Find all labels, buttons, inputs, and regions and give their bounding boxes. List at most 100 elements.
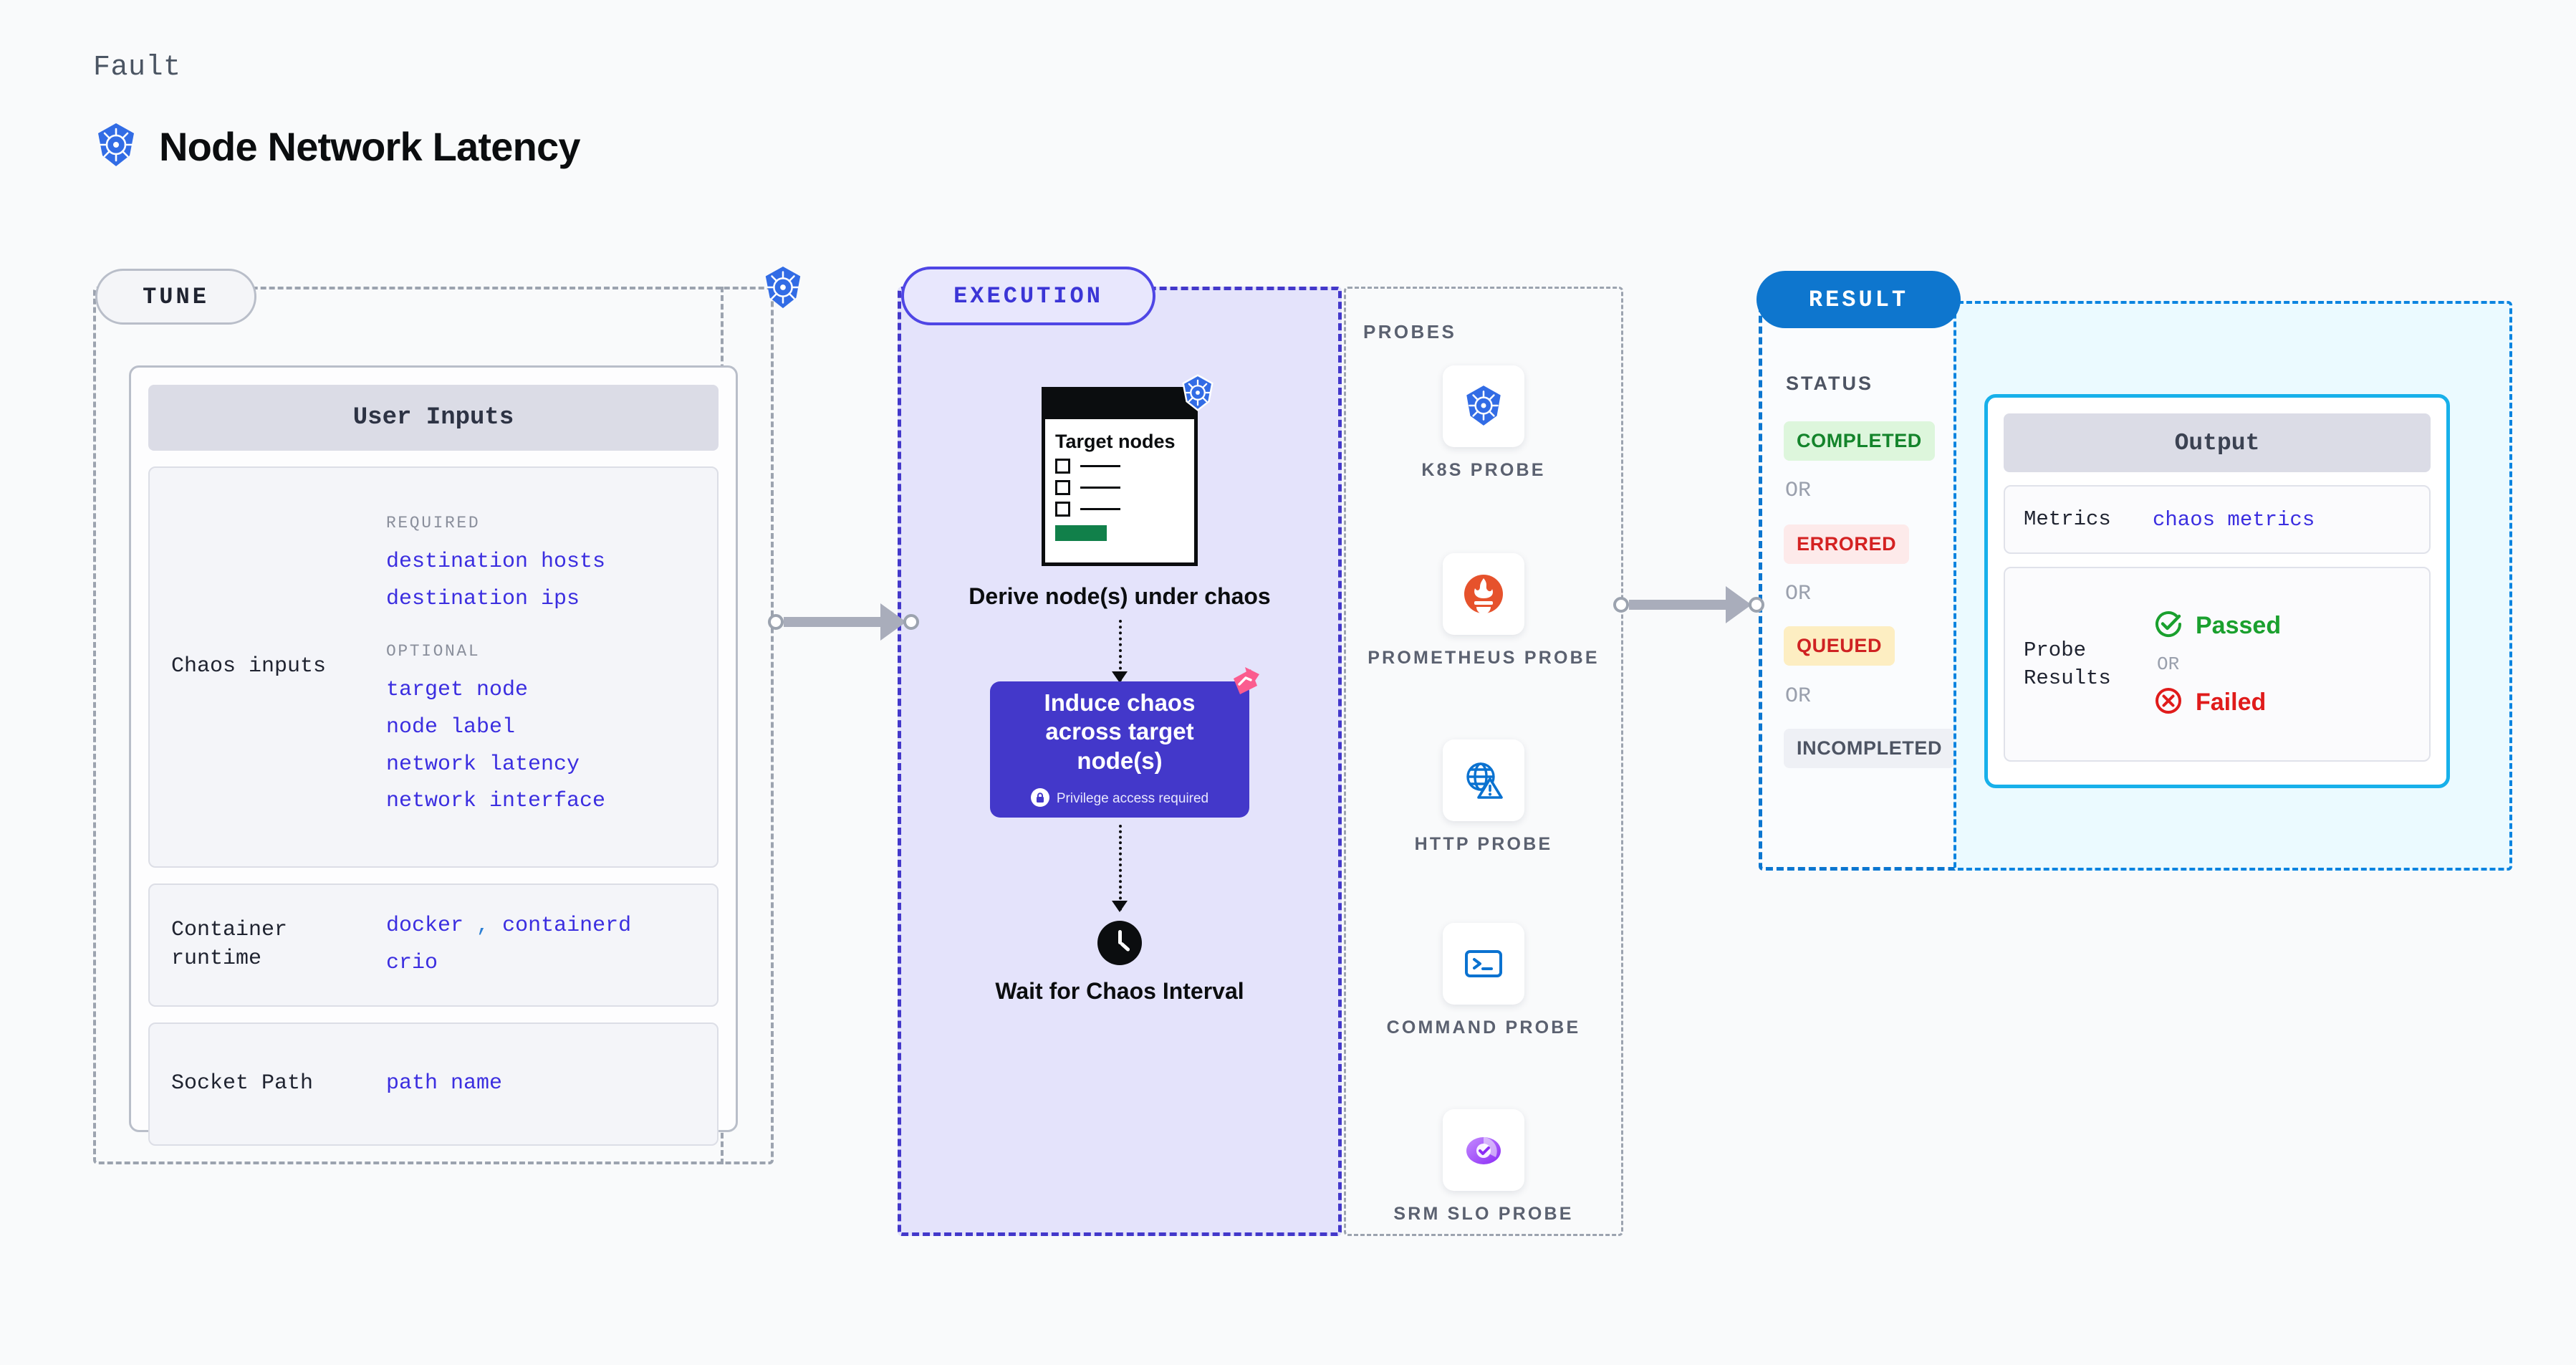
connector-dot (1613, 597, 1629, 613)
privilege-text: Privilege access required (1056, 791, 1209, 807)
status-badge-incompleted: INCOMPLETED (1784, 729, 1956, 768)
flow-arrow-down (1112, 619, 1128, 683)
probe-label: SRM SLO PROBE (1393, 1204, 1574, 1224)
output-card: Output Metrics chaos metrics Probe Resul… (1984, 394, 2450, 788)
mock-line (1080, 508, 1120, 511)
runtime-docker[interactable]: docker (386, 914, 464, 939)
derive-nodes-step: Target nodes (1042, 374, 1213, 566)
metrics-label: Metrics (2024, 507, 2111, 532)
optional-group-title: OPTIONAL (386, 642, 481, 661)
input-target-node[interactable]: target node (386, 678, 529, 703)
prometheus-icon (1443, 553, 1524, 635)
output-metrics-row: Metrics chaos metrics (2004, 485, 2431, 554)
globe-warning-icon (1443, 739, 1524, 821)
input-node-label[interactable]: node label (386, 715, 516, 739)
output-probe-results-row: Probe Results Passed OR (2004, 567, 2431, 762)
status-badge-completed: COMPLETED (1784, 421, 1935, 461)
probe-item-k8s[interactable]: K8S PROBE (1344, 365, 1623, 482)
container-runtime-label: Container runtime (171, 918, 288, 971)
input-destination-ips[interactable]: destination ips (386, 586, 580, 611)
browser-titlebar (1045, 391, 1194, 419)
status-or-label: OR (1785, 582, 1812, 606)
mock-checkbox-row (1055, 480, 1184, 496)
page-title: Node Network Latency (159, 124, 581, 169)
passed-label: Passed (2196, 612, 2282, 639)
socket-path-row: Socket Path path name (148, 1022, 719, 1146)
failed-label: Failed (2196, 689, 2267, 716)
privilege-badge: Privilege access required (1030, 787, 1209, 810)
terminal-icon (1443, 923, 1524, 1005)
kubernetes-icon (93, 122, 139, 171)
socket-path-value[interactable]: path name (386, 1071, 503, 1096)
x-circle-icon (2153, 685, 2184, 720)
connector-dot (768, 614, 784, 630)
chaos-inputs-label: Chaos inputs (171, 654, 327, 679)
kubernetes-icon (1443, 365, 1524, 447)
chaos-inputs-row: Chaos inputs REQUIRED destination hosts … (148, 466, 719, 868)
probe-result-failed: Failed (2153, 685, 2281, 720)
probe-label: HTTP PROBE (1414, 834, 1553, 854)
output-header: Output (2004, 413, 2431, 472)
probe-item-srm-slo[interactable]: SRM SLO PROBE (1344, 1109, 1623, 1226)
status-or-label: OR (1785, 479, 1812, 503)
connector-tune-to-execution (768, 603, 919, 641)
probes-section-title: PROBES (1363, 321, 1457, 343)
connector-dot (1749, 597, 1764, 613)
checkbox-icon (1055, 502, 1070, 517)
checkbox-icon (1055, 459, 1070, 474)
mock-submit-button (1055, 525, 1107, 542)
mock-line (1080, 465, 1120, 468)
target-nodes-mock-title: Target nodes (1055, 431, 1176, 452)
execution-stage-pill[interactable]: EXECUTION (901, 267, 1155, 325)
connector-line (1629, 600, 1726, 610)
metrics-value[interactable]: chaos metrics (2153, 507, 2315, 532)
status-badge-queued: QUEUED (1784, 626, 1895, 666)
probe-label: K8S PROBE (1421, 460, 1546, 480)
socket-path-label: Socket Path (171, 1071, 314, 1096)
probe-item-http[interactable]: HTTP PROBE (1344, 739, 1623, 856)
probe-results-label: Probe Results (2024, 638, 2111, 690)
probe-or-label: OR (2157, 653, 2180, 675)
runtime-separator: , (476, 914, 490, 939)
connector-arrowhead (1726, 586, 1751, 623)
user-inputs-header: User Inputs (148, 385, 719, 451)
lock-icon (1030, 787, 1049, 810)
probe-result-passed: Passed (2153, 608, 2281, 643)
execution-flow: Target nodes (898, 287, 1342, 1006)
induce-chaos-card[interactable]: Induce chaos across target node(s) Privi… (990, 666, 1259, 818)
runtime-containerd[interactable]: containerd (502, 914, 632, 939)
clock-icon (1097, 920, 1142, 965)
fault-eyebrow-label: Fault (93, 52, 181, 84)
mock-checkbox-row (1055, 459, 1184, 474)
probe-label: COMMAND PROBE (1386, 1017, 1581, 1038)
status-section-title: STATUS (1786, 373, 1873, 394)
probe-item-prometheus[interactable]: PROMETHEUS PROBE (1344, 553, 1623, 670)
connector-line (784, 617, 880, 627)
tune-stage-box (93, 287, 774, 1164)
user-inputs-card: User Inputs Chaos inputs REQUIRED destin… (129, 365, 738, 1146)
connector-dot (903, 614, 919, 630)
browser-window-icon: Target nodes (1042, 387, 1198, 566)
probe-item-command[interactable]: COMMAND PROBE (1344, 923, 1623, 1040)
derive-nodes-caption: Derive node(s) under chaos (969, 583, 1271, 609)
mock-line (1080, 487, 1120, 489)
flow-arrow-down (1112, 824, 1128, 912)
container-runtime-row: Container runtime docker , containerd cr… (148, 883, 719, 1007)
check-circle-icon (2153, 608, 2184, 643)
input-network-interface[interactable]: network interface (386, 789, 606, 814)
kubernetes-icon (1179, 374, 1216, 415)
required-group-title: REQUIRED (386, 514, 481, 533)
page-title-row: Node Network Latency (93, 122, 581, 171)
status-or-label: OR (1785, 684, 1812, 709)
tune-stage-pill[interactable]: TUNE (95, 269, 256, 325)
mock-checkbox-row (1055, 502, 1184, 517)
slo-donut-icon (1443, 1109, 1524, 1191)
kubernetes-icon (761, 265, 805, 313)
induce-chaos-title: Induce chaos across target node(s) (1044, 689, 1196, 774)
input-destination-hosts[interactable]: destination hosts (386, 550, 606, 575)
result-stage-pill[interactable]: RESULT (1756, 271, 1961, 328)
harness-logo-icon (1229, 666, 1262, 702)
input-network-latency[interactable]: network latency (386, 752, 580, 777)
checkbox-icon (1055, 480, 1070, 496)
runtime-crio[interactable]: crio (386, 951, 438, 975)
